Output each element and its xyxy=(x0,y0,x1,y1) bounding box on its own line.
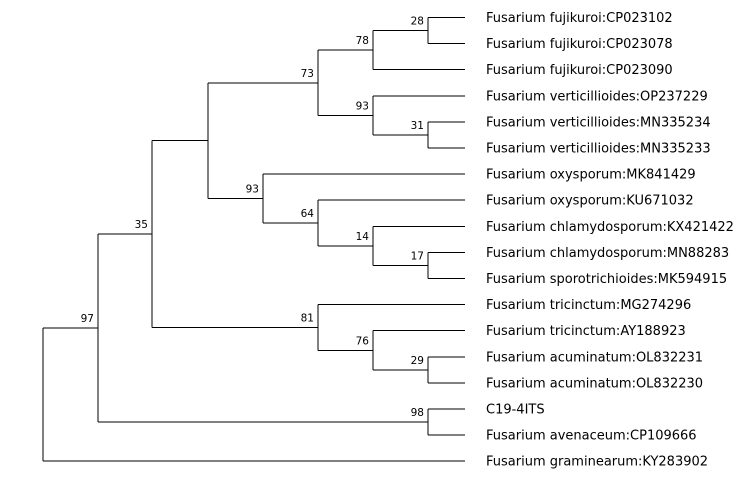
bootstrap-value: 76 xyxy=(356,335,370,347)
bootstrap-value: 14 xyxy=(356,231,370,243)
bootstrap-value: 28 xyxy=(411,16,424,28)
bootstrap-value: 93 xyxy=(356,100,369,112)
taxon-label: Fusarium tricinctum:MG274296 xyxy=(486,298,691,313)
taxon-label: Fusarium avenaceum:CP109666 xyxy=(486,429,697,444)
taxon-label: Fusarium tricinctum:AY188923 xyxy=(486,324,686,339)
bootstrap-value: 97 xyxy=(81,313,94,325)
taxon-label: Fusarium oxysporum:MK841429 xyxy=(486,168,696,183)
bootstrap-value: 78 xyxy=(356,35,369,47)
taxon-label: Fusarium oxysporum:KU671032 xyxy=(486,194,694,209)
bootstrap-value: 29 xyxy=(411,355,424,367)
taxon-label: Fusarium fujikuroi:CP023078 xyxy=(486,37,673,52)
taxon-label: Fusarium fujikuroi:CP023090 xyxy=(486,63,673,78)
taxon-label: Fusarium acuminatum:OL832230 xyxy=(486,376,703,391)
bootstrap-value: 31 xyxy=(411,120,424,132)
bootstrap-value: 98 xyxy=(411,407,424,419)
bootstrap-value: 64 xyxy=(301,208,315,220)
taxon-label: Fusarium chlamydosporum:MN88283 xyxy=(486,246,729,261)
taxon-label: Fusarium graminearum:KY283902 xyxy=(486,455,708,470)
taxon-label: Fusarium verticillioides:MN335234 xyxy=(486,115,711,130)
taxon-label: Fusarium chlamydosporum:KX421422 xyxy=(486,220,734,235)
tree-branches xyxy=(42,17,465,462)
taxon-label: Fusarium sporotrichioides:MK594915 xyxy=(486,272,727,287)
bootstrap-value: 81 xyxy=(301,312,314,324)
taxon-label: Fusarium acuminatum:OL832231 xyxy=(486,350,703,365)
bootstrap-value: 93 xyxy=(246,184,259,196)
taxon-label: Fusarium verticillioides:MN335233 xyxy=(486,142,711,157)
taxon-label: Fusarium verticillioides:OP237229 xyxy=(486,89,708,104)
taxon-label: Fusarium fujikuroi:CP023102 xyxy=(486,11,673,26)
bootstrap-value: 35 xyxy=(135,219,148,231)
taxon-label: C19-4ITS xyxy=(486,403,545,418)
bootstrap-value: 73 xyxy=(301,68,314,80)
bootstrap-values: 28 78 31 93 73 17 14 64 93 29 76 81 35 98 97 xyxy=(81,16,424,419)
bootstrap-value: 17 xyxy=(411,250,424,262)
